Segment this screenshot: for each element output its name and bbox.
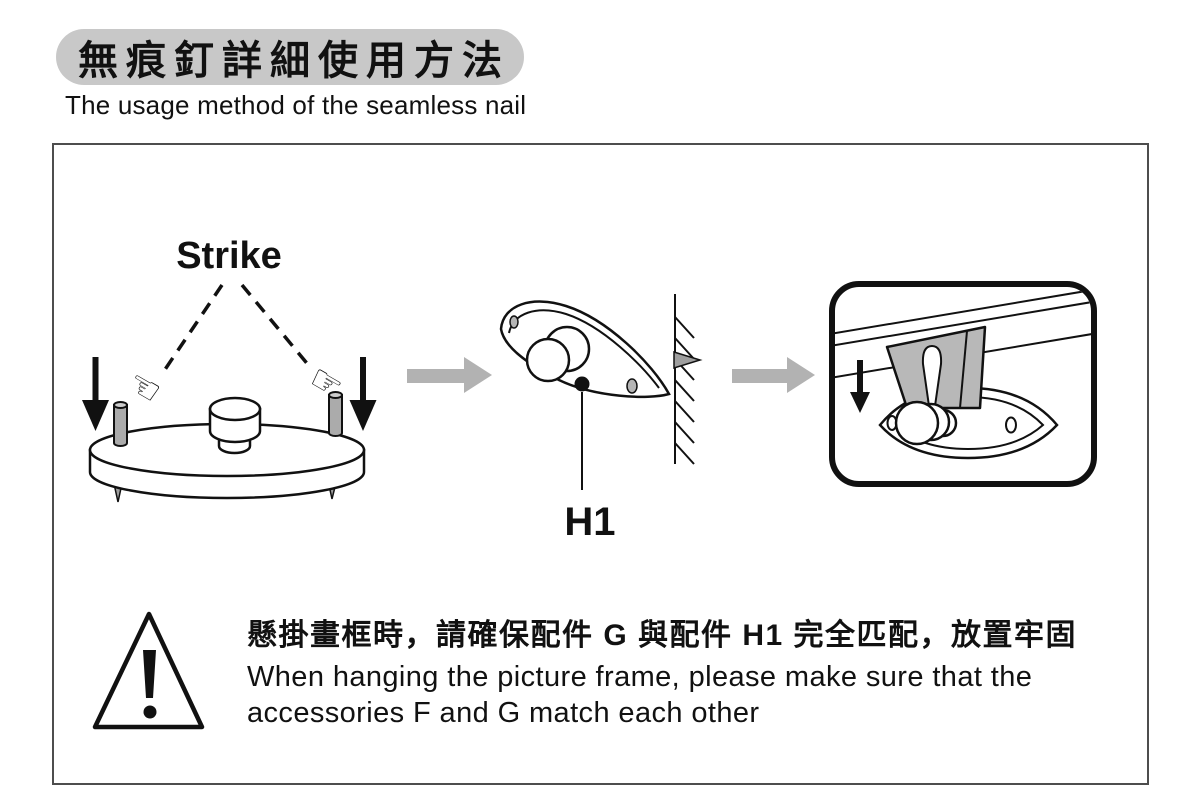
h1-callout-dot <box>574 376 590 392</box>
hook-spring-slot <box>921 345 943 407</box>
nail-knob-front <box>894 400 958 446</box>
strike-dashed-line-left <box>162 284 224 372</box>
step-1-strike-illustration: Strike ☜ ☞ <box>82 235 377 503</box>
warning-text-en-line2: accessories F and G match each other <box>247 697 759 729</box>
frame-hook <box>885 325 987 410</box>
down-arrow-icon-small <box>850 360 870 413</box>
steel-pin-right <box>328 391 343 437</box>
step-3-hang-frame-illustration <box>829 281 1097 487</box>
page-title-pill: 無痕釘詳細使用方法 <box>56 29 524 85</box>
down-arrow-left-icon <box>82 357 109 431</box>
h1-part-label: H1 <box>564 500 615 544</box>
arrow-right-icon-1 <box>407 357 492 393</box>
instruction-diagram-frame: Strike ☜ ☞ <box>52 143 1149 785</box>
arrow-right-icon-2 <box>732 357 815 393</box>
warning-text-zh: 懸掛畫框時，請確保配件 G 與配件 H1 完全匹配，放置牢固 <box>247 618 1077 652</box>
nail-knob <box>208 396 262 455</box>
warning-triangle-icon <box>92 611 205 730</box>
wall-hatching <box>674 316 695 465</box>
page-subtitle: The usage method of the seamless nail <box>65 90 527 120</box>
warning-text-en-line1: When hanging the picture frame, please m… <box>247 661 1032 693</box>
warning-note: 懸掛畫框時，請確保配件 G 與配件 H1 完全匹配，放置牢固 When hang… <box>92 611 1077 730</box>
step-2-wall-placement-illustration: H1 <box>499 294 703 544</box>
spike-into-wall <box>673 350 703 370</box>
page-title: 無痕釘詳細使用方法 <box>78 39 510 83</box>
nail-plate-side-view <box>499 300 671 399</box>
steel-pin-left <box>113 401 128 447</box>
strike-dashed-line-right <box>240 283 312 369</box>
instruction-diagram: Strike ☜ ☞ <box>82 235 1097 730</box>
down-arrow-right-icon <box>349 357 377 431</box>
strike-label: Strike <box>176 235 282 277</box>
